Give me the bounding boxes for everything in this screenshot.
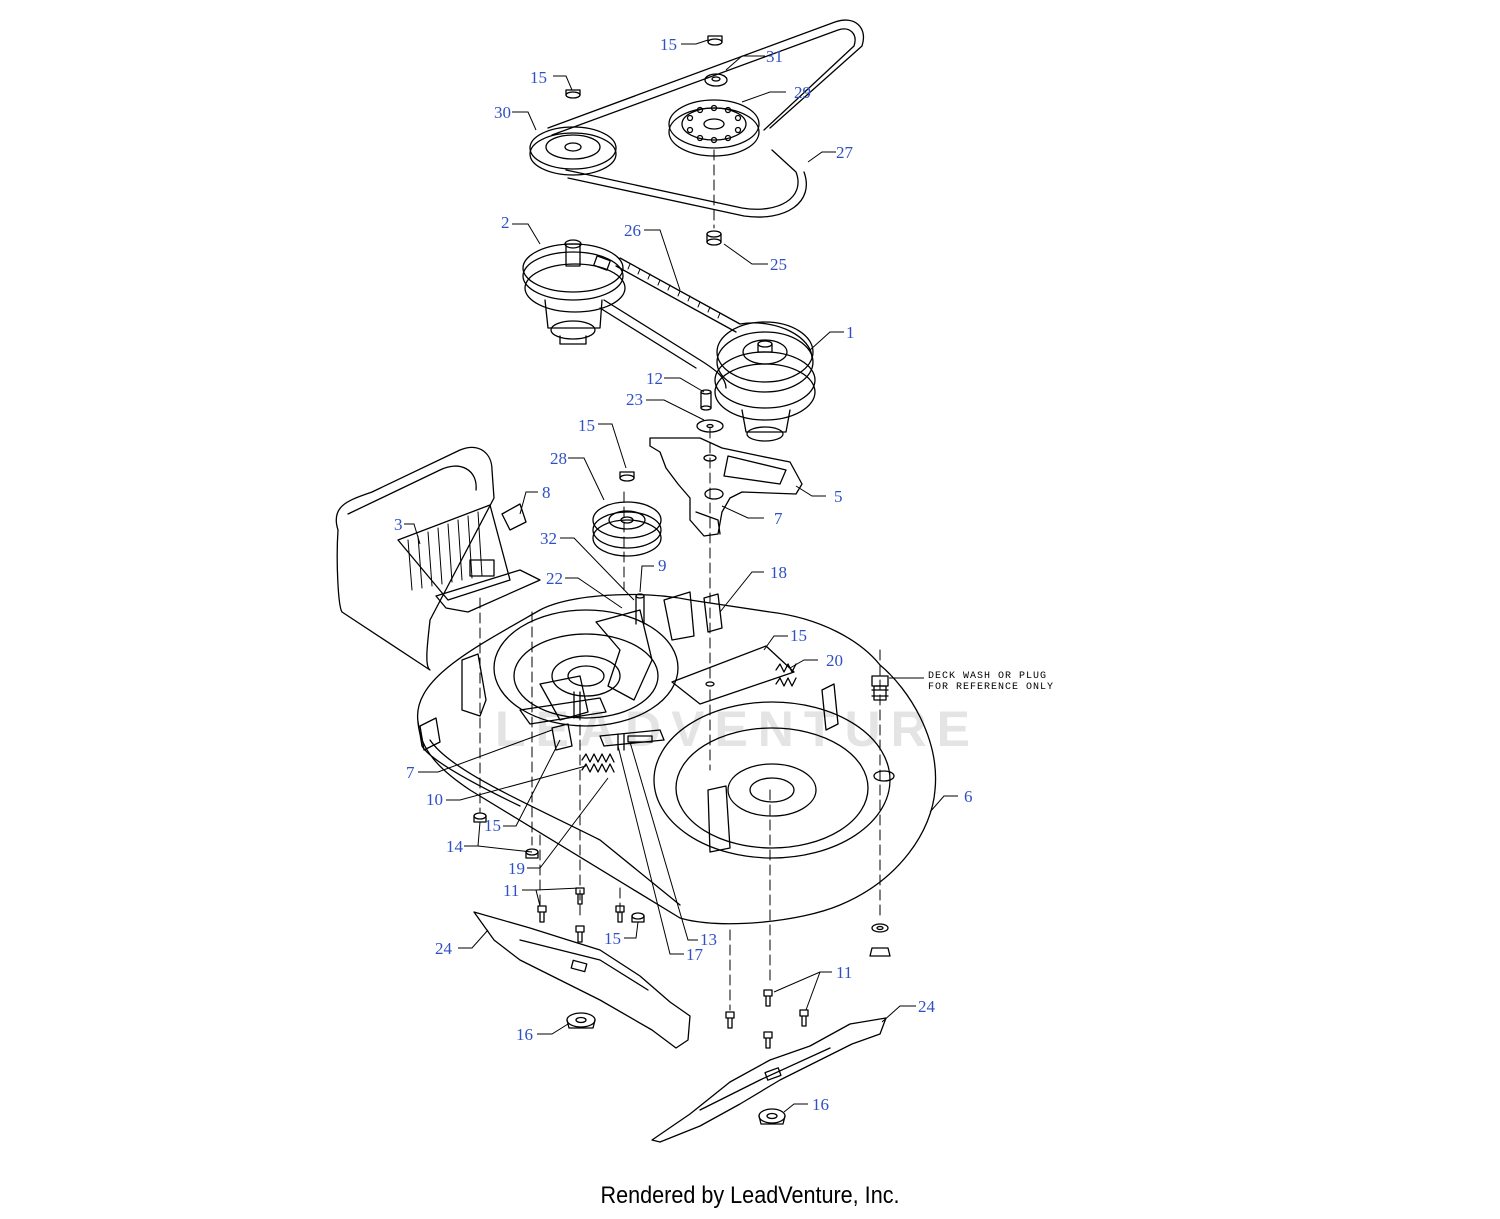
callout: 27 bbox=[836, 143, 854, 162]
callout: 20 bbox=[826, 651, 843, 670]
callout: 15 bbox=[660, 35, 677, 54]
bolt-12 bbox=[700, 389, 712, 411]
callout: 7 bbox=[774, 509, 783, 528]
callout: 19 bbox=[508, 859, 525, 878]
callout: 15 bbox=[484, 816, 501, 835]
callout: 3 bbox=[394, 515, 403, 534]
spring-20 bbox=[775, 663, 797, 687]
blade-24-right bbox=[651, 1017, 887, 1143]
blade-nut-right bbox=[758, 1108, 786, 1125]
callout: 9 bbox=[658, 556, 667, 575]
callout: 32 bbox=[540, 529, 557, 548]
callouts: 15 31 15 29 30 27 2 26 25 1 12 23 15 28 … bbox=[394, 35, 973, 1114]
idler-pulley-28 bbox=[592, 471, 662, 557]
callout: 30 bbox=[494, 103, 511, 122]
note-line-1: DECK WASH OR PLUG bbox=[928, 671, 1047, 682]
spacer-25 bbox=[706, 230, 722, 246]
watermark: LEADVENTURE bbox=[495, 701, 980, 757]
callout: 2 bbox=[501, 213, 510, 232]
deck-wash-fitting bbox=[871, 675, 889, 701]
callout: 22 bbox=[546, 569, 563, 588]
blade-24-left bbox=[473, 911, 691, 1049]
callout: 15 bbox=[578, 416, 595, 435]
idler-pulley-30 bbox=[529, 89, 617, 176]
callout: 1 bbox=[846, 323, 855, 342]
callout: 13 bbox=[700, 930, 717, 949]
callout: 16 bbox=[516, 1025, 533, 1044]
callout: 16 bbox=[812, 1095, 829, 1114]
callout: 11 bbox=[503, 881, 519, 900]
callout: 12 bbox=[646, 369, 663, 388]
callout: 25 bbox=[770, 255, 787, 274]
spindle-1 bbox=[714, 321, 816, 442]
callout: 26 bbox=[624, 221, 641, 240]
callout: 14 bbox=[446, 837, 464, 856]
callout: 7 bbox=[406, 763, 415, 782]
callout: 10 bbox=[426, 790, 443, 809]
callout: 5 bbox=[834, 487, 843, 506]
callout: 17 bbox=[686, 945, 704, 964]
upper-belt bbox=[547, 19, 865, 218]
callout: 24 bbox=[918, 997, 936, 1016]
hardware bbox=[473, 593, 891, 1049]
pulley-29 bbox=[668, 35, 760, 157]
blade-nut-left bbox=[566, 1012, 596, 1029]
parts-diagram: LEADVENTURE bbox=[335, 19, 1054, 1143]
callout: 18 bbox=[770, 563, 787, 582]
callout: 28 bbox=[550, 449, 567, 468]
idler-bracket-5 bbox=[649, 437, 803, 537]
leader-lines bbox=[404, 39, 958, 1113]
callout: 23 bbox=[626, 390, 643, 409]
callout: 15 bbox=[604, 929, 621, 948]
deck-wash-note: DECK WASH OR PLUG FOR REFERENCE ONLY bbox=[928, 671, 1054, 693]
belt-shield-3 bbox=[335, 446, 541, 671]
callout: 29 bbox=[794, 83, 811, 102]
spring-19 bbox=[581, 753, 615, 773]
callout: 8 bbox=[542, 483, 551, 502]
callout: 31 bbox=[766, 47, 783, 66]
callout: 15 bbox=[530, 68, 547, 87]
note-line-2: FOR REFERENCE ONLY bbox=[928, 682, 1054, 693]
callout: 24 bbox=[435, 939, 453, 958]
callout: 11 bbox=[836, 963, 852, 982]
callout: 6 bbox=[964, 787, 973, 806]
washer-23 bbox=[696, 419, 724, 433]
spindle-2 bbox=[522, 239, 626, 345]
callout: 15 bbox=[790, 626, 807, 645]
footer-credit: Rendered by LeadVenture, Inc. bbox=[600, 1182, 900, 1209]
mower-deck-6 bbox=[417, 591, 937, 925]
